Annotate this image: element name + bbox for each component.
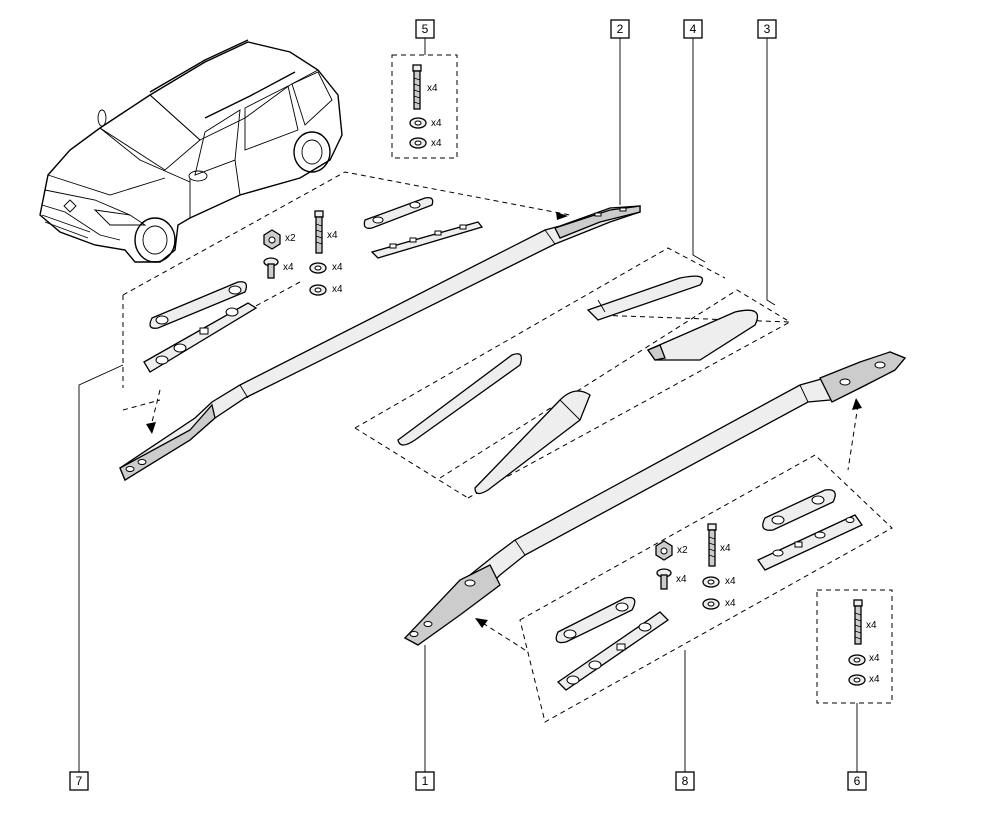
plate-icon bbox=[762, 489, 836, 531]
qty-label: x4 bbox=[869, 674, 880, 685]
callout-8: 8 bbox=[675, 771, 695, 791]
callout-label: 1 bbox=[422, 774, 429, 788]
end-cap-icon bbox=[397, 353, 523, 446]
stud-bolt-icon bbox=[707, 523, 717, 567]
end-cap-icon bbox=[586, 275, 704, 321]
washer-icon bbox=[409, 117, 427, 129]
callout-label: 5 bbox=[422, 22, 429, 36]
fixing-kit-8: x2 x4 x4 x4 x4 bbox=[475, 398, 893, 723]
callout-label: 7 bbox=[76, 774, 83, 788]
callout-6: 6 bbox=[847, 771, 867, 791]
callout-label: 3 bbox=[764, 22, 771, 36]
callout-label: 4 bbox=[690, 22, 697, 36]
leader-lines bbox=[78, 37, 858, 772]
fixing-kit-6: x4 x4 x4 bbox=[816, 589, 893, 704]
arrow-icon bbox=[852, 398, 862, 410]
bolt-icon bbox=[656, 568, 672, 590]
washer-icon bbox=[702, 576, 720, 588]
callout-4: 4 bbox=[683, 19, 703, 39]
arrow-icon bbox=[556, 212, 568, 220]
stud-bolt-icon bbox=[314, 210, 324, 254]
base-plate-icon bbox=[757, 514, 863, 571]
right-roof-rail bbox=[403, 351, 907, 646]
qty-label: x2 bbox=[677, 545, 688, 556]
base-plate-icon bbox=[556, 611, 670, 691]
ring-icon bbox=[309, 284, 327, 296]
callout-5: 5 bbox=[415, 19, 435, 39]
plate-icon bbox=[363, 197, 434, 229]
bolt-icon bbox=[263, 257, 279, 279]
qty-label: x4 bbox=[869, 653, 880, 664]
callout-1: 1 bbox=[415, 771, 435, 791]
nut-icon bbox=[655, 540, 673, 561]
qty-label: x4 bbox=[283, 262, 294, 273]
left-roof-rail bbox=[119, 205, 641, 481]
callout-label: 8 bbox=[682, 774, 689, 788]
stud-bolt-icon bbox=[853, 599, 863, 645]
car-illustration bbox=[39, 39, 343, 263]
qty-label: x4 bbox=[332, 262, 343, 273]
base-plate-icon bbox=[143, 302, 258, 373]
fixing-kit-7: x2 x4 x4 x4 x4 bbox=[122, 171, 571, 434]
callout-label: 2 bbox=[617, 22, 624, 36]
qty-label: x4 bbox=[431, 118, 442, 129]
plate-icon bbox=[149, 281, 248, 329]
qty-label: x4 bbox=[327, 230, 338, 241]
ring-icon bbox=[848, 674, 866, 686]
arrow-icon bbox=[146, 422, 156, 434]
plate-icon bbox=[555, 596, 636, 644]
qty-label: x4 bbox=[866, 620, 877, 631]
ring-icon bbox=[409, 137, 427, 149]
washer-icon bbox=[309, 262, 327, 274]
callout-7: 7 bbox=[69, 771, 89, 791]
ring-icon bbox=[702, 598, 720, 610]
qty-label: x4 bbox=[332, 284, 343, 295]
callout-3: 3 bbox=[757, 19, 777, 39]
washer-icon bbox=[848, 654, 866, 666]
qty-label: x4 bbox=[427, 83, 438, 94]
arrow-icon bbox=[475, 618, 488, 628]
end-caps bbox=[354, 247, 791, 499]
stud-bolt-icon bbox=[412, 64, 422, 110]
qty-label: x4 bbox=[725, 598, 736, 609]
qty-label: x4 bbox=[725, 576, 736, 587]
qty-label: x4 bbox=[676, 574, 687, 585]
qty-label: x4 bbox=[720, 543, 731, 554]
end-cap-icon bbox=[474, 390, 591, 495]
base-plate-icon bbox=[370, 221, 484, 259]
qty-label: x4 bbox=[431, 138, 442, 149]
qty-label: x2 bbox=[285, 233, 296, 244]
callout-2: 2 bbox=[610, 19, 630, 39]
callout-label: 6 bbox=[854, 774, 861, 788]
end-cap-icon bbox=[647, 309, 759, 361]
fixing-kit-5: x4 x4 x4 bbox=[391, 54, 458, 159]
nut-icon bbox=[263, 229, 281, 250]
